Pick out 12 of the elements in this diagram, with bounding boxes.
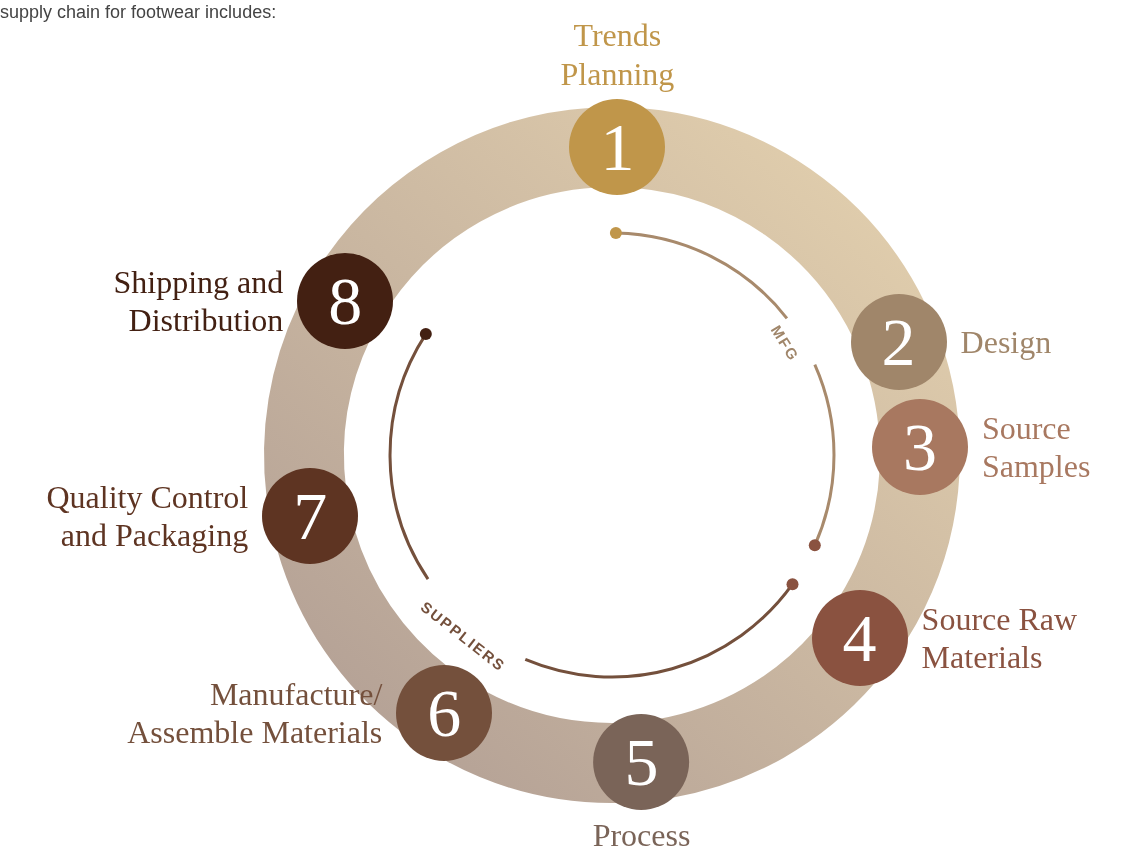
step-label: Process (592, 815, 691, 854)
step-number-circle: 1 (569, 99, 666, 196)
step-label: Trends Planning (559, 16, 676, 94)
step-label: Design (960, 322, 1052, 362)
step-label: Source Raw Materials (921, 599, 1079, 677)
step-number-circle: 6 (396, 665, 493, 762)
step-label: Manufacture/ Assemble Materials (126, 674, 383, 752)
step-label: Source Samples (981, 408, 1092, 486)
step-label: Quality Control and Packaging (45, 478, 249, 555)
step-number-circle: 8 (297, 253, 394, 349)
intro-text: supply chain for footwear includes: (0, 2, 277, 23)
step-label: Shipping and Distribution (112, 262, 284, 340)
